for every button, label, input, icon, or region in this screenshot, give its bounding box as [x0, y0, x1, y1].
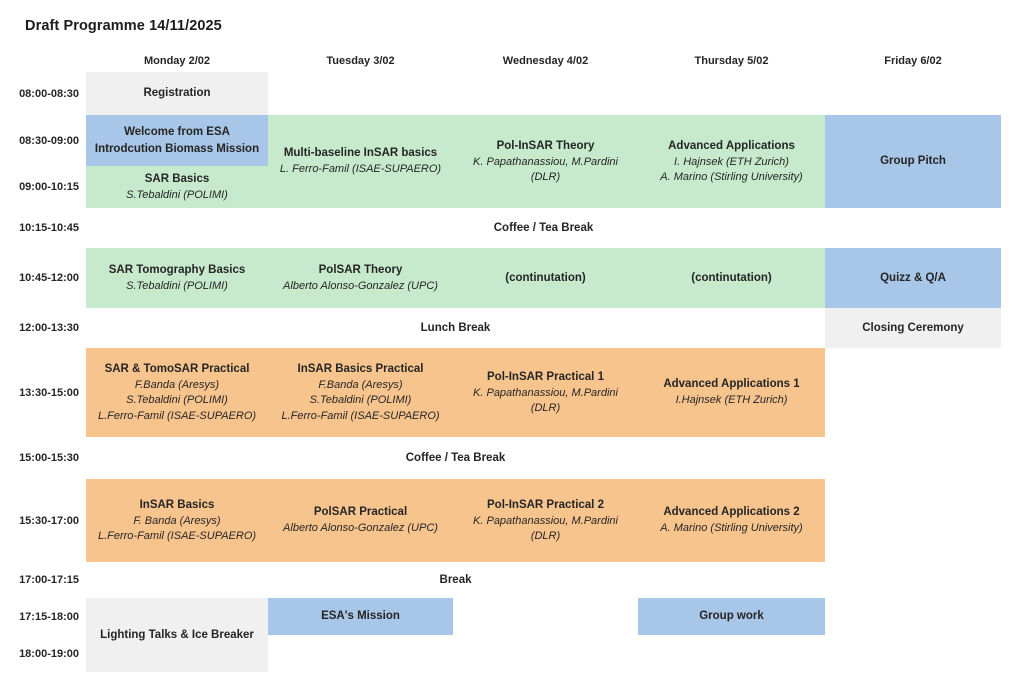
- event-title: Advanced Applications 1: [663, 378, 800, 391]
- event-subtitle: Introdcution Biomass Mission: [94, 142, 260, 155]
- event-title: Registration: [143, 87, 211, 99]
- event-title: Pol-InSAR Practical 1: [487, 370, 604, 383]
- event-cell-lighting-talks: Lighting Talks & Ice Breaker: [86, 598, 268, 672]
- event-speaker: K. Papathanassiou, M.Pardini (DLR): [473, 386, 618, 415]
- event-title: Closing Ceremony: [862, 321, 964, 334]
- event-speaker: F. Banda (Aresys): [133, 514, 221, 527]
- event-title: Lighting Talks & Ice Breaker: [100, 628, 254, 641]
- event-speaker: L.Ferro-Famil (ISAE-SUPAERO): [97, 530, 257, 542]
- event-cell-advanced-applications-1: Advanced Applications 1 I.Hajnsek (ETH Z…: [638, 348, 825, 437]
- event-title: Pol-InSAR Theory: [496, 139, 595, 152]
- event-cell-sar-tomosar-practical: SAR & TomoSAR Practical F.Banda (Aresys)…: [86, 348, 268, 437]
- day-header-wednesday: Wednesday 4/02: [502, 55, 589, 67]
- event-speaker: I.Hajnsek (ETH Zurich): [675, 394, 788, 407]
- time-label-1330: 13:30-15:00: [19, 386, 79, 399]
- schedule-grid: Monday 2/02 Tuesday 3/02 Wednesday 4/02 …: [0, 50, 1001, 672]
- break-label: Lunch Break: [420, 322, 491, 334]
- event-cell-polsar-practical: PolSAR Practical Alberto Alonso-Gonzalez…: [268, 479, 453, 562]
- break-label: Coffee / Tea Break: [493, 222, 594, 234]
- event-title: Multi-baseline InSAR basics: [283, 147, 438, 160]
- event-title: PolSAR Practical: [313, 506, 408, 519]
- time-label-1200: 12:00-13:30: [19, 322, 79, 334]
- event-speaker: A. Marino (Stirling University): [660, 522, 803, 535]
- day-header-tuesday: Tuesday 3/02: [326, 55, 395, 67]
- event-cell-polinsar-practical-1: Pol-InSAR Practical 1 K. Papathanassiou,…: [453, 348, 638, 437]
- event-speaker: S.Tebaldini (POLIMI): [126, 188, 228, 201]
- event-cell-welcome-esa: Welcome from ESA Introdcution Biomass Mi…: [86, 115, 268, 166]
- time-label-0800: 08:00-08:30: [19, 87, 79, 100]
- event-title: (continutation): [505, 271, 586, 284]
- event-cell-advanced-applications: Advanced Applications I. Hajnsek (ETH Zu…: [638, 115, 825, 208]
- event-speaker: S.Tebaldini (POLIMI): [309, 394, 412, 407]
- event-cell-group-work: Group work: [638, 598, 825, 635]
- event-cell-registration: Registration: [86, 72, 268, 115]
- event-cell-continuation-thursday: (continutation): [638, 248, 825, 308]
- event-title: InSAR Basics: [139, 498, 215, 511]
- event-cell-polinsar-theory: Pol-InSAR Theory K. Papathanassiou, M.Pa…: [453, 115, 638, 208]
- event-cell-insar-basics: InSAR Basics F. Banda (Aresys) L.Ferro-F…: [86, 479, 268, 562]
- event-speaker: S.Tebaldini (POLIMI): [126, 394, 228, 407]
- event-speaker: K. Papathanassiou, M.Pardini (DLR): [473, 155, 618, 184]
- event-cell-multibaseline-insar: Multi-baseline InSAR basics L. Ferro-Fam…: [268, 115, 453, 208]
- event-speaker: L. Ferro-Famil (ISAE-SUPAERO): [279, 163, 442, 176]
- event-title: SAR Basics: [144, 172, 210, 185]
- break-label: Coffee / Tea Break: [405, 452, 506, 464]
- break-label: Break: [439, 574, 472, 586]
- event-cell-sar-tomography: SAR Tomography Basics S.Tebaldini (POLIM…: [86, 248, 268, 308]
- event-speaker: L.Ferro-Famil (ISAE-SUPAERO): [281, 409, 440, 422]
- event-cell-quizz-qa: Quizz & Q/A: [825, 248, 1001, 308]
- event-cell-esa-mission: ESA's Mission: [268, 598, 453, 635]
- page-title: Draft Programme 14/11/2025: [25, 18, 222, 34]
- event-title: (continutation): [691, 271, 772, 284]
- day-header-friday: Friday 6/02: [884, 55, 942, 67]
- event-speaker: I. Hajnsek (ETH Zurich): [674, 155, 789, 168]
- event-title: Group Pitch: [880, 155, 946, 167]
- time-label-1715: 17:15-18:00: [19, 610, 79, 623]
- event-title: Quizz & Q/A: [880, 271, 946, 284]
- event-speaker: L.Ferro-Famil (ISAE-SUPAERO): [97, 409, 257, 422]
- time-label-1800: 18:00-19:00: [19, 647, 79, 660]
- event-speaker: K. Papathanassiou, M.Pardini (DLR): [473, 514, 618, 543]
- event-title: ESA's Mission: [321, 610, 400, 622]
- event-title: Advanced Applications: [668, 139, 795, 152]
- event-title: InSAR Basics Practical: [297, 362, 424, 375]
- event-cell-advanced-applications-2: Advanced Applications 2 A. Marino (Stirl…: [638, 479, 825, 562]
- event-cell-insar-basics-practical: InSAR Basics Practical F.Banda (Aresys) …: [268, 348, 453, 437]
- event-title: Group work: [699, 610, 764, 622]
- event-speaker: Alberto Alonso-Gonzalez (UPC): [283, 279, 438, 292]
- event-speaker: A. Marino (Stirling University): [660, 171, 803, 183]
- event-cell-continuation-wednesday: (continutation): [453, 248, 638, 308]
- event-title: SAR Tomography Basics: [108, 263, 246, 276]
- day-header-thursday: Thursday 5/02: [694, 55, 769, 67]
- event-cell-polsar-theory: PolSAR Theory Alberto Alonso-Gonzalez (U…: [268, 248, 453, 308]
- time-label-1045: 10:45-12:00: [19, 272, 79, 284]
- break-cell-lunch: Lunch Break: [86, 308, 825, 348]
- event-speaker: Alberto Alonso-Gonzalez (UPC): [283, 522, 438, 535]
- time-label-0900: 09:00-10:15: [19, 181, 79, 193]
- time-label-0830: 08:30-09:00: [19, 134, 79, 147]
- time-label-1015: 10:15-10:45: [19, 222, 79, 234]
- day-header-monday: Monday 2/02: [143, 55, 211, 67]
- time-label-1700: 17:00-17:15: [19, 574, 79, 586]
- break-cell-evening: Break: [86, 562, 825, 598]
- event-cell-group-pitch: Group Pitch: [825, 115, 1001, 208]
- event-title: Advanced Applications 2: [663, 506, 800, 519]
- event-speaker: F.Banda (Aresys): [318, 378, 403, 391]
- event-title: PolSAR Theory: [318, 263, 403, 276]
- event-speaker: F.Banda (Aresys): [134, 378, 220, 391]
- event-speaker: S.Tebaldini (POLIMI): [126, 279, 228, 292]
- event-cell-sar-basics: SAR Basics S.Tebaldini (POLIMI): [86, 166, 268, 208]
- event-title: SAR & TomoSAR Practical: [104, 362, 250, 375]
- break-cell-afternoon-coffee: Coffee / Tea Break: [86, 437, 825, 479]
- event-cell-closing-ceremony: Closing Ceremony: [825, 308, 1001, 348]
- time-label-1530: 15:30-17:00: [19, 514, 79, 527]
- event-cell-polinsar-practical-2: Pol-InSAR Practical 2 K. Papathanassiou,…: [453, 479, 638, 562]
- break-cell-morning-coffee: Coffee / Tea Break: [86, 208, 1001, 248]
- event-title: Pol-InSAR Practical 2: [487, 498, 604, 511]
- time-label-1500: 15:00-15:30: [19, 452, 79, 464]
- event-title: Welcome from ESA: [124, 125, 230, 138]
